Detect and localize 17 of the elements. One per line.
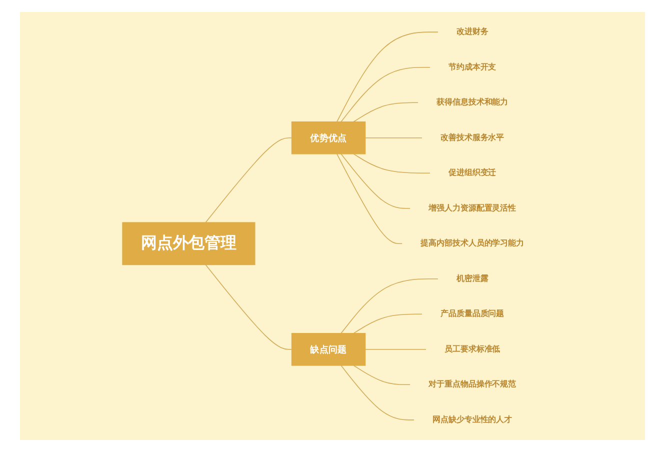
connector: [340, 278, 438, 334]
connector: [336, 154, 402, 244]
node-box: 网点外包管理: [122, 222, 256, 266]
connector: [364, 349, 426, 350]
connector: [353, 314, 422, 334]
connector: [353, 102, 418, 122]
connector: [364, 137, 422, 138]
connector: [340, 66, 430, 122]
connector: [340, 154, 410, 209]
connector: [353, 154, 430, 174]
connector: [336, 32, 438, 122]
node-box: 缺点问题: [291, 333, 366, 366]
connector: [340, 365, 414, 420]
connector: [205, 264, 292, 350]
connector: [353, 365, 410, 386]
node-box: 优势优点: [291, 121, 366, 154]
connector: [205, 137, 292, 223]
